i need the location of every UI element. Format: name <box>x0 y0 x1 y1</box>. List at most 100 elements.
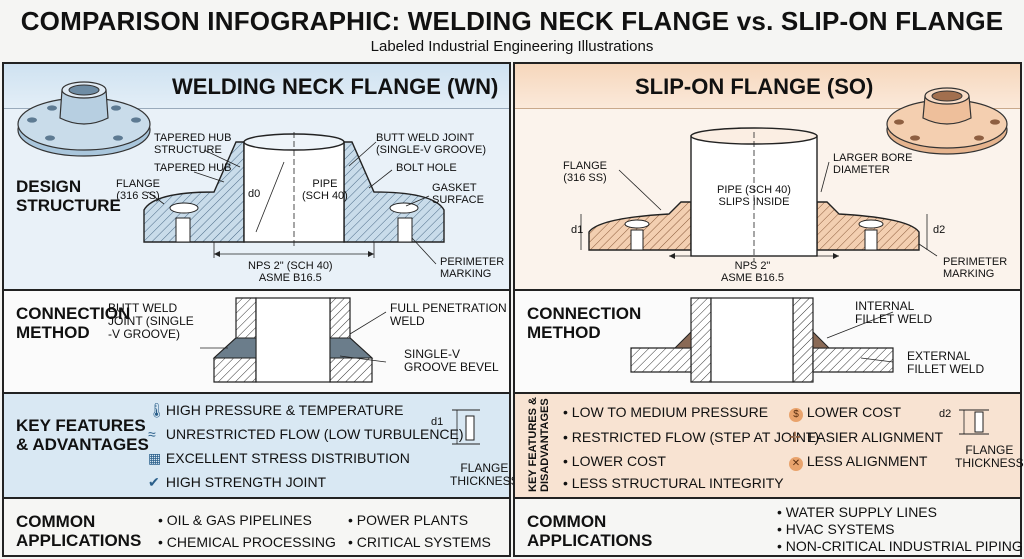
so-feature-right-1: $ LOWER COST <box>789 404 901 422</box>
stress-icon: ▦ <box>148 450 162 466</box>
wn-label-full-pen-l1: FULL PENETRATION <box>390 301 507 315</box>
so-applications-heading-l2: APPLICATIONS <box>527 531 653 550</box>
wn-label-gasket: GASKET SURFACE <box>432 182 484 206</box>
so-label-internal-fillet-l1: INTERNAL <box>855 299 915 313</box>
wn-thickness-label-l1: FLANGE <box>460 461 509 475</box>
wn-application-4: • CRITICAL SYSTEMS <box>348 534 491 550</box>
wn-features-heading: KEY FEATURES & ADVANTAGES <box>16 416 149 454</box>
so-features-heading-l2: DISADVANTAGES <box>539 398 551 492</box>
wrench-icon: ✔ <box>148 474 160 490</box>
so-label-external-fillet-l2: FILLET WELD <box>907 362 985 376</box>
so-feature-left-2-text: RESTRICTED FLOW (STEP AT JOINT) <box>571 429 820 445</box>
so-feature-right-3-text: LESS ALIGNMENT <box>806 453 928 469</box>
crosshair-icon: ✛ <box>789 429 801 445</box>
wn-features-heading-l1: KEY FEATURES <box>16 416 146 435</box>
wn-label-tapered-hub: TAPERED HUB <box>154 162 232 174</box>
page-subtitle: Labeled Industrial Engineering Illustrat… <box>370 38 654 55</box>
header: COMPARISON INFOGRAPHIC: WELDING NECK FLA… <box>0 0 1024 62</box>
wn-label-bevel: SINGLE-V GROOVE BEVEL <box>404 348 499 374</box>
so-label-pipe: PIPE (SCH 40) SLIPS INSIDE <box>717 184 791 208</box>
wn-label-tapered-hub-structure: TAPERED HUB STRUCTURE <box>154 132 231 156</box>
dollar-icon: $ <box>789 408 803 422</box>
wn-label-conn-butt-weld-l2: JOINT (SINGLE <box>108 314 194 328</box>
so-label-pipe-l1: PIPE (SCH 40) <box>717 184 791 196</box>
wn-label-full-pen-l2: WELD <box>390 314 425 328</box>
so-label-flange: FLANGE (316 SS) <box>563 160 607 184</box>
wn-label-bolt-hole: BOLT HOLE <box>396 162 457 174</box>
wn-applications-heading-l1: COMMON <box>16 512 96 531</box>
so-label-internal-fillet: INTERNAL FILLET WELD <box>855 300 932 326</box>
wn-label-perimeter-l2: MARKING <box>440 268 492 280</box>
wn-label-pipe-l1: PIPE <box>312 178 338 190</box>
so-flange-3d-icon <box>886 87 1008 155</box>
so-label-larger-bore: LARGER BORE DIAMETER <box>833 152 912 176</box>
wn-application-1: • OIL & GAS PIPELINES <box>158 512 312 528</box>
wn-connection-heading: CONNECTION METHOD <box>16 304 130 342</box>
so-applications-band <box>515 497 1020 555</box>
so-label-perimeter: PERIMETER MARKING <box>943 256 1007 280</box>
wn-design-heading-line2: STRUCTURE <box>16 196 121 215</box>
so-panel-title: SLIP-ON FLANGE (SO) <box>635 74 874 99</box>
so-feature-left-4: • LESS STRUCTURAL INTEGRITY <box>563 475 784 491</box>
so-label-perimeter-l2: MARKING <box>943 268 995 280</box>
wn-label-conn-butt-weld-l3: -V GROOVE) <box>108 327 181 341</box>
so-label-nps-l2: ASME B16.5 <box>721 272 784 284</box>
so-label-perimeter-l1: PERIMETER <box>943 256 1008 268</box>
wn-feature-2: ≈ UNRESTRICTED FLOW (LOW TURBULENCE) <box>148 426 464 442</box>
so-connection-heading-l1: CONNECTION <box>527 304 642 323</box>
so-applications-heading: COMMON APPLICATIONS <box>527 512 652 550</box>
so-features-heading: KEY FEATURES & DISADVANTAGES <box>527 397 551 492</box>
so-label-d1: d1 <box>571 224 584 236</box>
wn-label-nps: NPS 2" (SCH 40) ASME B16.5 <box>248 260 333 284</box>
wn-label-d0: d0 <box>248 188 261 200</box>
wn-application-4-text: CRITICAL SYSTEMS <box>356 534 491 550</box>
wn-label-gasket-l2: SURFACE <box>432 194 484 206</box>
wn-feature-2-text: UNRESTRICTED FLOW (LOW TURBULENCE) <box>165 426 464 442</box>
so-feature-right-2-text: EASIER ALIGNMENT <box>806 429 944 445</box>
wn-connection-heading-l1: CONNECTION <box>16 304 131 323</box>
so-label-external-fillet: EXTERNAL FILLET WELD <box>907 350 984 376</box>
so-application-2-text: HVAC SYSTEMS <box>785 521 895 537</box>
so-feature-right-1-text: LOWER COST <box>806 404 902 420</box>
so-feature-left-1-text: LOW TO MEDIUM PRESSURE <box>571 404 769 420</box>
wn-label-pipe-l2: (SCH 40) <box>302 190 348 202</box>
wn-feature-3: ▦ EXCELLENT STRESS DISTRIBUTION <box>148 450 410 466</box>
so-thickness-label-l2: THICKNESS <box>955 456 1024 470</box>
wn-label-perimeter: PERIMETER MARKING <box>440 256 504 280</box>
so-feature-left-3: • LOWER COST <box>563 453 666 469</box>
wn-label-gasket-l1: GASKET <box>432 182 477 194</box>
so-cross-section <box>580 127 938 262</box>
x-circle-icon: ✕ <box>789 457 803 471</box>
wn-applications-heading: COMMON APPLICATIONS <box>16 512 141 550</box>
wn-applications-band <box>4 497 509 555</box>
wn-features-heading-l2: & ADVANTAGES <box>16 435 149 454</box>
so-applications-heading-l1: COMMON <box>527 512 607 531</box>
wn-cross-section <box>143 132 445 265</box>
wn-application-3: • CHEMICAL PROCESSING <box>158 534 336 550</box>
so-application-1: • WATER SUPPLY LINES <box>777 504 937 520</box>
so-connection-heading-l2: METHOD <box>527 323 601 342</box>
so-feature-left-2: • RESTRICTED FLOW (STEP AT JOINT) <box>563 429 820 445</box>
welding-neck-panel: WELDING NECK FLANGE (WN) DESIGN STRUCTUR… <box>2 62 519 557</box>
wn-label-full-pen: FULL PENETRATION WELD <box>390 302 507 328</box>
wn-label-flange-l2: (316 SS) <box>116 190 160 202</box>
so-feature-left-3-text: LOWER COST <box>571 453 666 469</box>
wn-connection-heading-l2: METHOD <box>16 323 90 342</box>
so-label-nps: NPS 2" ASME B16.5 <box>721 260 784 284</box>
so-label-larger-bore-l2: DIAMETER <box>833 164 890 176</box>
wn-label-butt-weld-l1: BUTT WELD JOINT <box>376 132 475 144</box>
wn-thickness-symbol-label: d1 <box>431 416 444 428</box>
so-feature-left-1: • LOW TO MEDIUM PRESSURE <box>563 404 769 420</box>
wn-application-2: • POWER PLANTS <box>348 512 469 528</box>
wn-panel-title: WELDING NECK FLANGE (WN) <box>172 74 499 99</box>
so-label-d2: d2 <box>933 224 946 236</box>
so-features-band <box>515 392 1020 497</box>
wn-thickness-label: FLANGE THICKNESS <box>450 462 519 488</box>
so-label-flange-l2: (316 SS) <box>563 172 607 184</box>
so-thickness-symbol <box>959 409 989 435</box>
so-thickness-label-l1: FLANGE <box>965 443 1014 457</box>
wn-feature-3-text: EXCELLENT STRESS DISTRIBUTION <box>165 450 410 466</box>
wn-label-tapered-hub-structure-l1: TAPERED HUB <box>154 132 232 144</box>
wn-design-heading-line1: DESIGN <box>16 177 82 196</box>
